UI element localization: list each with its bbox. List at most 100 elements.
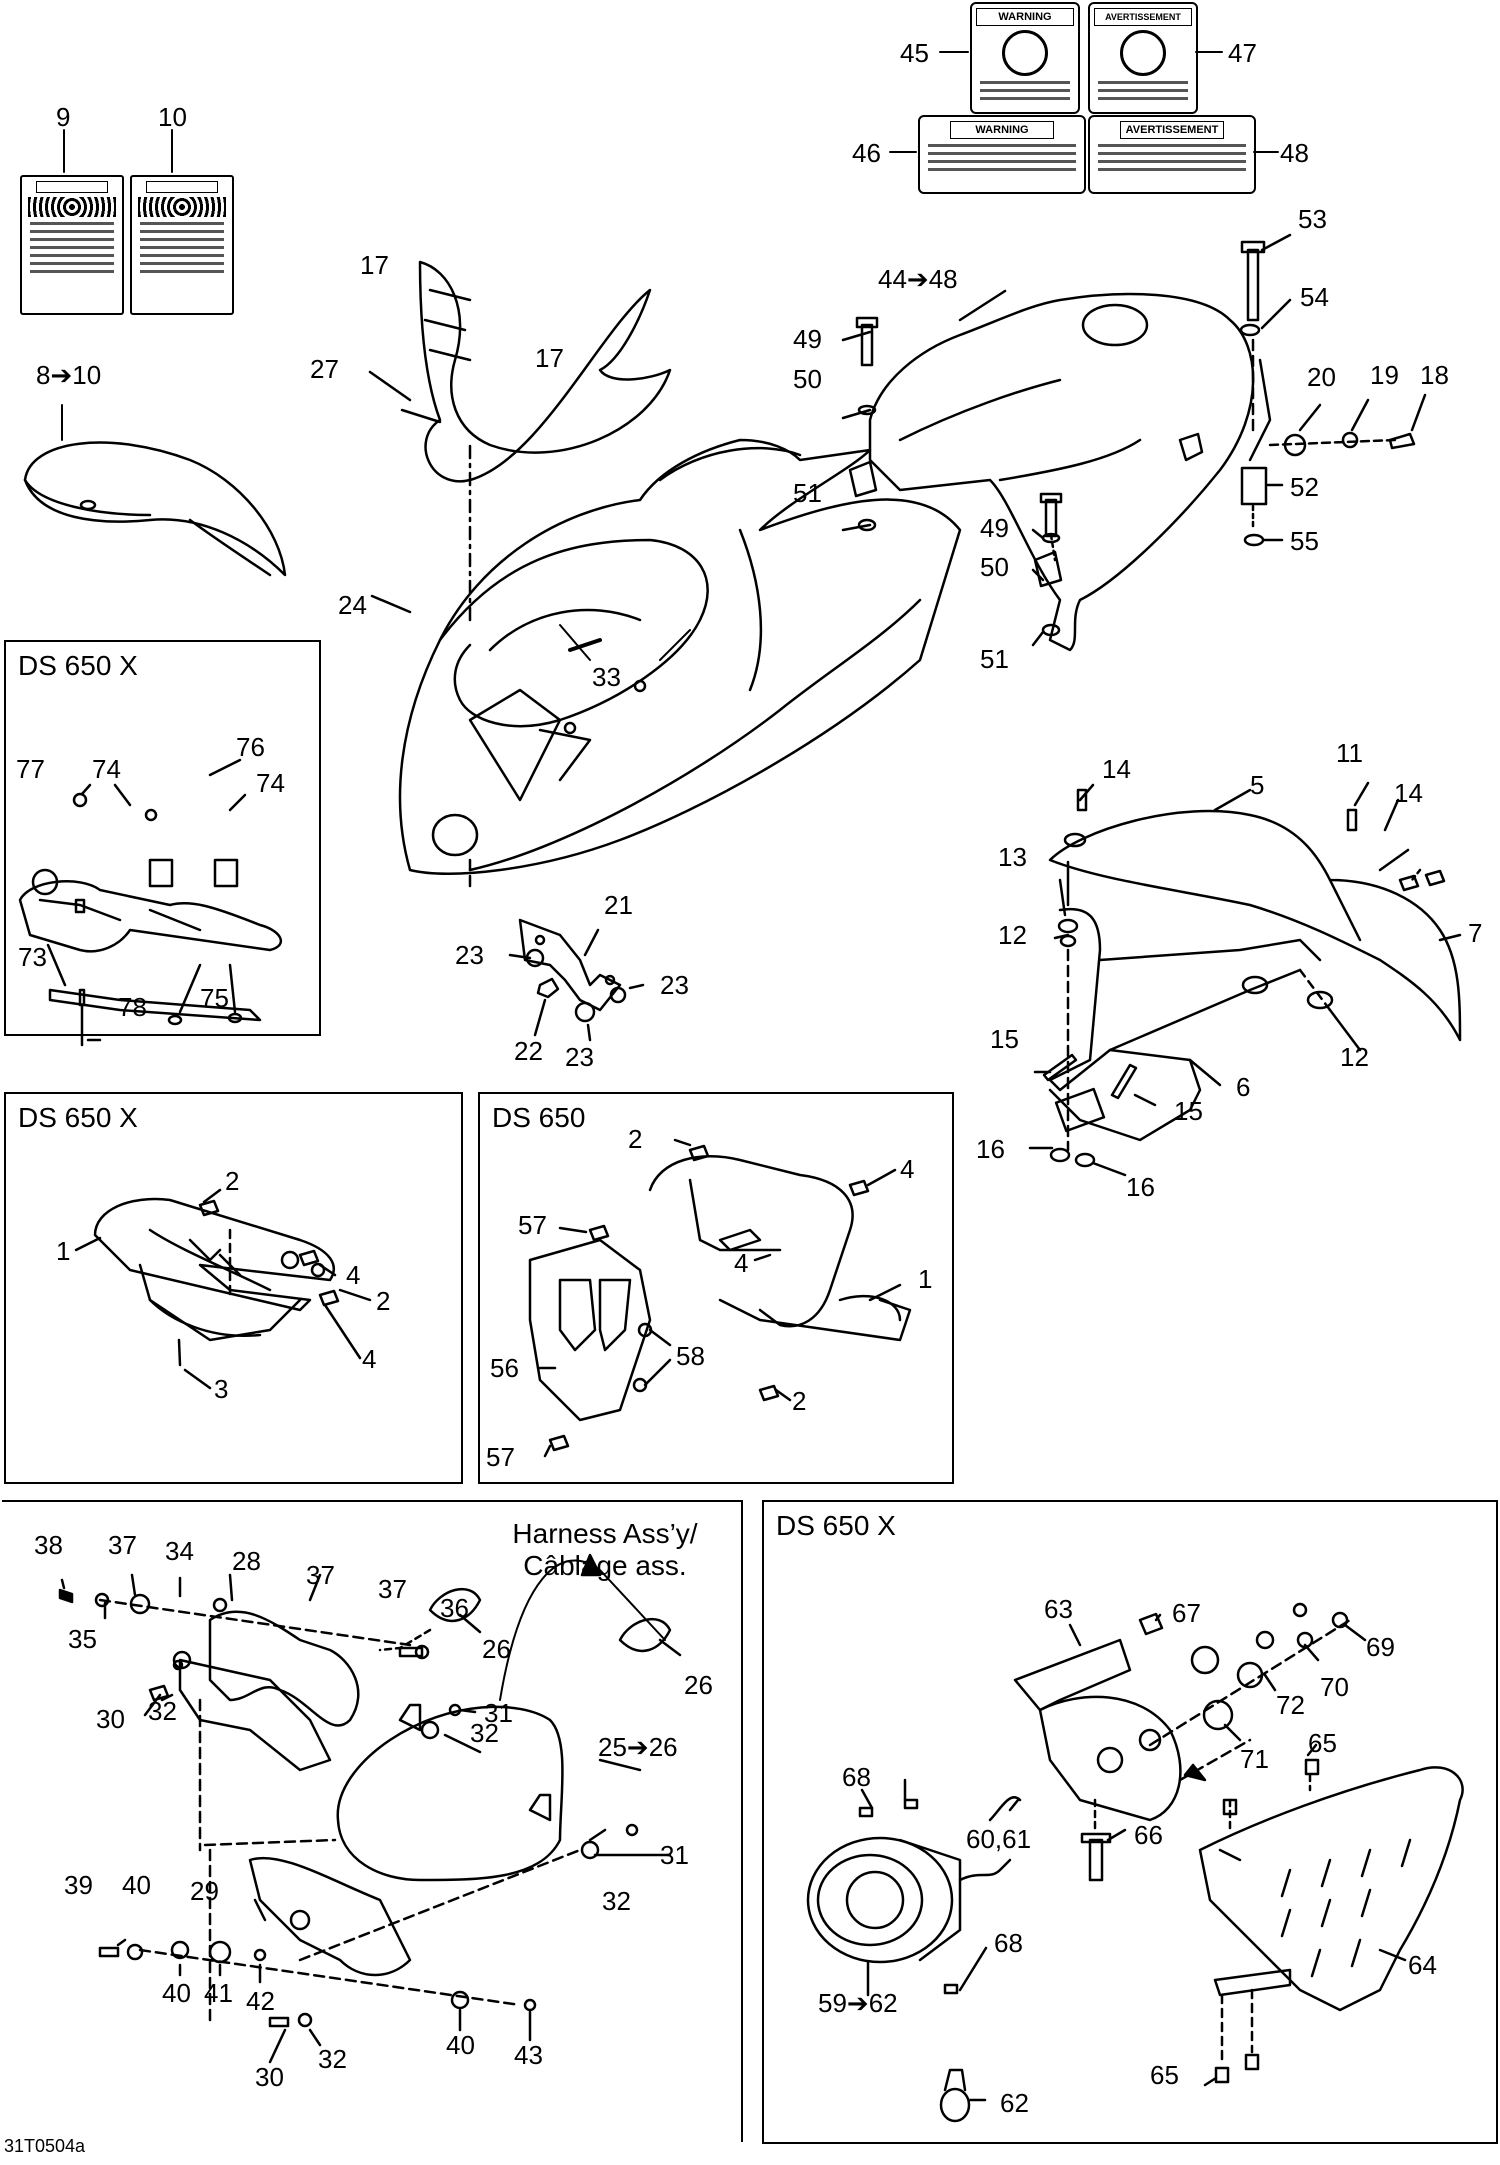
callout: 40 xyxy=(446,2030,475,2060)
callout: 15 xyxy=(990,1024,1019,1054)
warning-decal-46: WARNING xyxy=(918,115,1086,194)
callout: 17 xyxy=(535,343,564,373)
callout: 36 xyxy=(440,1593,469,1623)
avertissement-decal-47: AVERTISSEMENT xyxy=(1088,2,1198,114)
callout: 62 xyxy=(1000,2088,1029,2118)
callout: 23 xyxy=(565,1042,594,1072)
callout: 37 xyxy=(378,1574,407,1604)
seat-cover-art xyxy=(23,441,287,577)
callout: 50 xyxy=(980,552,1009,582)
callout: 8➔10 xyxy=(36,360,102,390)
callout: 65 xyxy=(1308,1728,1337,1758)
tank-hardware-art xyxy=(841,233,1427,647)
callout: 4 xyxy=(362,1344,377,1374)
callout: 11 xyxy=(1336,738,1363,768)
callout: 44➔48 xyxy=(878,264,958,294)
decal-header xyxy=(146,181,218,193)
harness-note: Harness Ass’y/ Câblage ass. xyxy=(500,1518,710,1582)
callout: 49 xyxy=(980,513,1009,543)
callout: 66 xyxy=(1134,1820,1163,1850)
panel-title: DS 650 X xyxy=(18,650,138,681)
callout: 69 xyxy=(1366,1632,1395,1662)
callout: 54 xyxy=(1300,282,1329,312)
panel-title: DS 650 X xyxy=(18,1102,138,1133)
callout: 18 xyxy=(1420,360,1449,390)
callout: 70 xyxy=(1320,1672,1349,1702)
callout: 48 xyxy=(1280,138,1309,168)
callout: 74 xyxy=(92,754,121,784)
panel-ds650x-bumper: DS 650 X xyxy=(4,1092,463,1484)
decal-header xyxy=(36,181,108,193)
callout: 75 xyxy=(200,983,229,1013)
leader-lines xyxy=(61,51,1279,441)
callout: 16 xyxy=(1126,1172,1155,1202)
figure-code: 31T0504a xyxy=(4,2136,86,2156)
callout: 30 xyxy=(255,2062,284,2092)
callout: 28 xyxy=(232,1546,261,1576)
callout: 2 xyxy=(792,1386,807,1416)
callout: 40 xyxy=(162,1978,191,2008)
callout: 2 xyxy=(628,1124,643,1154)
decal-header: WARNING xyxy=(950,121,1054,139)
callout: 21 xyxy=(604,890,633,920)
callout: 32 xyxy=(602,1886,631,1916)
callout: 13 xyxy=(998,842,1027,872)
callout: 67 xyxy=(1172,1598,1201,1628)
callout: 2 xyxy=(376,1286,391,1316)
callout: 9 xyxy=(56,102,71,132)
warning-decal-45: WARNING xyxy=(970,2,1080,114)
callout: 78 xyxy=(118,992,147,1022)
callout: 1 xyxy=(918,1264,933,1294)
callout: 37 xyxy=(108,1530,137,1560)
callout: 43 xyxy=(514,2040,543,2070)
callout: 42 xyxy=(246,1986,275,2016)
callout: 49 xyxy=(793,324,822,354)
tire-icons xyxy=(28,197,116,217)
callout: 16 xyxy=(976,1134,1005,1164)
tank-cover-art xyxy=(868,289,1272,652)
callout: 72 xyxy=(1276,1690,1305,1720)
front-fascia-art xyxy=(370,438,962,892)
callout: 32 xyxy=(318,2044,347,2074)
callout: 76 xyxy=(236,732,265,762)
panel-title: DS 650 xyxy=(492,1102,586,1133)
callout: 71 xyxy=(1240,1744,1269,1774)
callout: 4 xyxy=(734,1248,749,1278)
callout: 74 xyxy=(256,768,285,798)
callout: 35 xyxy=(68,1624,97,1654)
callout: 38 xyxy=(34,1530,63,1560)
callout: 14 xyxy=(1394,778,1423,808)
callout: 12 xyxy=(1340,1042,1369,1072)
work-light-art xyxy=(806,1602,1464,2123)
callout: 30 xyxy=(96,1704,125,1734)
callout: 12 xyxy=(998,920,1027,950)
no-rider-icon xyxy=(1002,30,1048,76)
callout: 22 xyxy=(514,1036,543,1066)
callout: 34 xyxy=(165,1536,194,1566)
callout: 57 xyxy=(518,1210,547,1240)
callout: 59➔62 xyxy=(818,1988,898,2018)
headlight-housing-art xyxy=(58,1553,682,2064)
callout: 56 xyxy=(490,1353,519,1383)
panel-ds650-bumper: DS 650 xyxy=(478,1092,954,1484)
callout: 31 xyxy=(660,1840,689,1870)
panel-title: DS 650 X xyxy=(776,1510,896,1541)
callout: 23 xyxy=(455,940,484,970)
callout: 51 xyxy=(793,478,822,508)
avertissement-decal-10 xyxy=(130,175,234,315)
decal-header: WARNING xyxy=(976,8,1074,26)
rear-fender-art xyxy=(1028,781,1462,1177)
callout: 10 xyxy=(158,102,187,132)
panel-ds650x-rack: DS 650 X xyxy=(4,640,321,1036)
callout: 55 xyxy=(1290,526,1319,556)
callout: 52 xyxy=(1290,472,1319,502)
callout: 19 xyxy=(1370,360,1399,390)
callout: 58 xyxy=(676,1341,705,1371)
callout: 15 xyxy=(1174,1096,1203,1126)
callout: 63 xyxy=(1044,1594,1073,1624)
callout: 4 xyxy=(900,1154,915,1184)
callout: 41 xyxy=(204,1978,233,2008)
callout: 60,61 xyxy=(966,1824,1032,1854)
callout: 7 xyxy=(1468,918,1483,948)
